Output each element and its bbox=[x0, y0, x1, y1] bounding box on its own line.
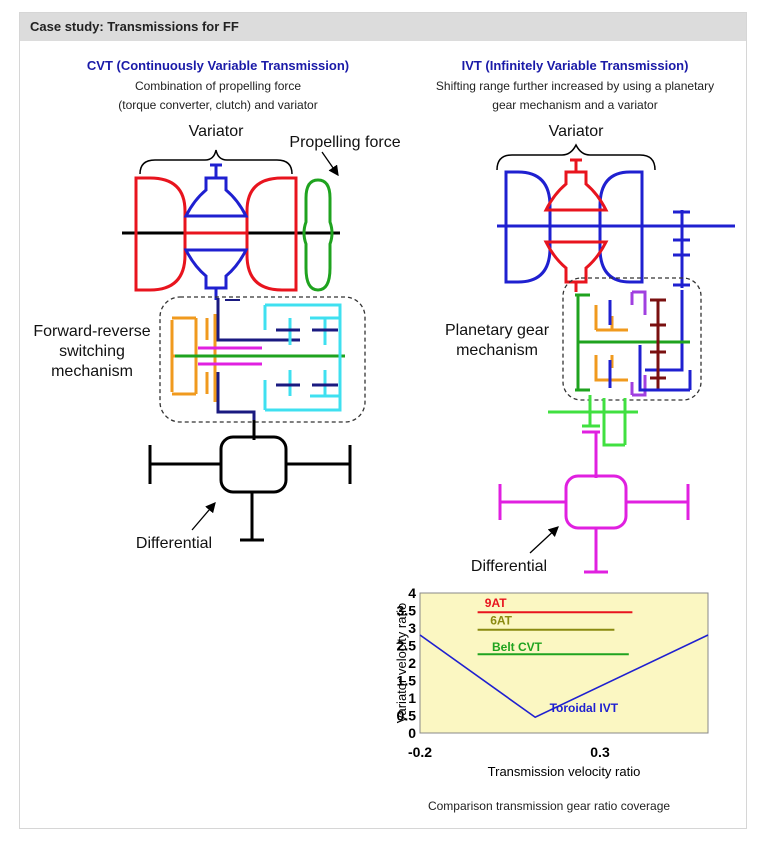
chart-y-axis-label: Variator velocity ratio bbox=[394, 603, 409, 723]
cvt-red-right-pulley bbox=[245, 176, 298, 292]
ivt-planetary-line2: mechanism bbox=[456, 342, 538, 359]
chart-x-tick: -0.2 bbox=[408, 744, 432, 760]
ivt-variator-label: Variator bbox=[548, 123, 604, 140]
cvt-orange-gears bbox=[170, 314, 217, 402]
chart-caption: Comparison transmission gear ratio cover… bbox=[427, 799, 671, 813]
chart-series-label: 6AT bbox=[490, 614, 512, 628]
chart-x-tick: 0.3 bbox=[590, 744, 610, 760]
chart-y-tick: 3.5 bbox=[397, 603, 417, 619]
case-study-frame bbox=[19, 12, 747, 829]
chart-y-tick: 0.5 bbox=[397, 708, 417, 724]
cvt-switching-line2: switching bbox=[59, 343, 125, 360]
cvt-propelling-label: Propelling force bbox=[289, 134, 401, 151]
chart-series-label: Belt CVT bbox=[492, 640, 543, 654]
ivt-planetary-line1: Planetary gear bbox=[444, 322, 550, 339]
cvt-propelling-force bbox=[302, 178, 334, 292]
chart-plot-area bbox=[419, 592, 709, 734]
cvt-differential bbox=[219, 435, 288, 494]
ivt-diagram bbox=[496, 143, 735, 574]
cvt-blue-upper bbox=[183, 163, 249, 218]
cvt-desc-line1: Combination of propelling force bbox=[134, 79, 302, 93]
ivt-variator-brace bbox=[496, 143, 656, 171]
cvt-blue-lower bbox=[183, 248, 249, 290]
ivt-blue-right-pulley bbox=[598, 170, 644, 284]
chart-series-label: Toroidal IVT bbox=[550, 701, 619, 715]
ivt-planetary-box bbox=[562, 277, 702, 401]
cvt-red-left-pulley bbox=[134, 176, 187, 292]
ivt-title: IVT (Infinitely Variable Transmission) bbox=[461, 58, 689, 73]
cvt-switching-box bbox=[159, 296, 366, 423]
cvt-desc-line2: (torque converter, clutch) and variator bbox=[118, 98, 318, 112]
ivt-desc-line2: gear mechanism and a variator bbox=[492, 98, 658, 112]
cvt-diagram bbox=[122, 149, 366, 542]
chart-y-tick: 0 bbox=[408, 725, 416, 741]
chart-y-tick: 1 bbox=[408, 690, 416, 706]
chart-x-axis-label: Transmission velocity ratio bbox=[488, 764, 641, 779]
cvt-differential-label: Differential bbox=[135, 535, 213, 552]
cvt-switching-line1: Forward-reverse bbox=[33, 323, 151, 340]
ivt-desc-line1: Shifting range further increased by usin… bbox=[435, 79, 715, 93]
ivt-planetary-label: Planetary gear mechanism bbox=[445, 321, 549, 361]
cvt-switching-line3: mechanism bbox=[51, 363, 133, 380]
cvt-variator-label: Variator bbox=[188, 123, 244, 140]
chart-y-tick: 2 bbox=[408, 655, 416, 671]
ratio-coverage-chart: 00.5 11.5 22.5 33.5 4 -0.2 0.3 9AT 6AT Belt CVT… bbox=[394, 585, 709, 779]
ivt-differential-label: Differential bbox=[470, 558, 548, 575]
cvt-title: CVT (Continuously Variable Transmission) bbox=[86, 58, 350, 73]
cvt-switching-label: Forward-reverse switching mechanism bbox=[33, 322, 150, 382]
case-study-header: Case study: Transmissions for FF bbox=[20, 13, 746, 41]
ivt-red-upper bbox=[543, 158, 609, 212]
ivt-differential bbox=[564, 474, 628, 530]
ivt-red-lower bbox=[543, 240, 609, 284]
case-study-title: Case study: Transmissions for FF bbox=[30, 19, 239, 34]
chart-y-tick: 3 bbox=[408, 620, 416, 636]
cvt-variator-brace bbox=[139, 149, 293, 175]
chart-series-line bbox=[419, 634, 709, 719]
chart-series-label: 9AT bbox=[485, 596, 507, 610]
chart-y-tick: 1.5 bbox=[397, 673, 417, 689]
chart-y-tick: 4 bbox=[408, 585, 416, 601]
chart-y-tick: 2.5 bbox=[397, 638, 417, 654]
